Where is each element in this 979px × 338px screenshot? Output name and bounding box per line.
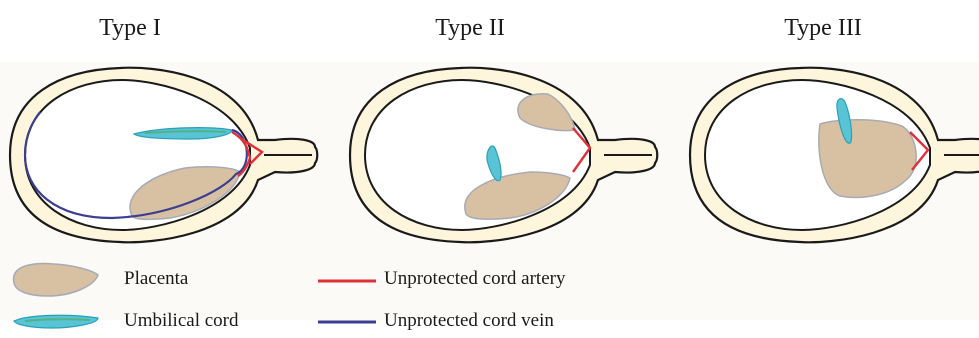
legend-label-placenta: Placenta: [124, 268, 188, 290]
legend-label-artery: Unprotected cord artery: [384, 268, 565, 290]
legend-label-umbilical-cord: Umbilical cord: [124, 310, 239, 332]
panel-title-type-2: Type II: [435, 15, 505, 42]
panel-title-type-3: Type III: [784, 15, 862, 42]
legend-label-vein: Unprotected cord vein: [384, 310, 554, 332]
panel-type-3: [690, 68, 979, 243]
panel-title-type-1: Type I: [99, 15, 161, 42]
panel-type-2: [350, 68, 657, 243]
placenta-icon: [14, 264, 98, 296]
panel-type-1: [10, 68, 317, 243]
